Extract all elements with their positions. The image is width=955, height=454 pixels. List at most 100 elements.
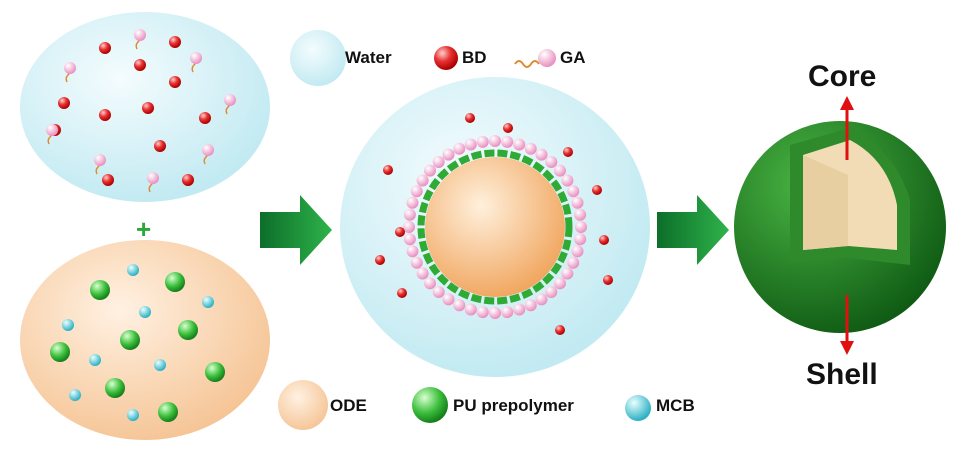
ga-bead: [416, 174, 429, 187]
bd-particle: [169, 76, 181, 88]
ga-molecule: [134, 29, 146, 41]
mcb-particle: [69, 389, 81, 401]
ga-molecule: [147, 172, 159, 184]
pu-prepolymer-particle: [120, 330, 140, 350]
ga-bead: [442, 148, 455, 161]
ga-bead: [416, 267, 429, 280]
bd-particle: [182, 174, 194, 186]
ga-bead: [424, 164, 437, 177]
ga-bead: [476, 135, 489, 148]
microcapsule-cutaway: [734, 121, 946, 333]
pu-shell-ring: [417, 149, 573, 305]
ga-bead: [561, 267, 574, 280]
pu-prepolymer-particle: [90, 280, 110, 300]
mcb-particle: [89, 354, 101, 366]
ga-molecule: [46, 124, 58, 136]
ga-bead: [464, 303, 477, 316]
mcb-particle: [139, 306, 151, 318]
arrow-right-icon: [260, 195, 332, 265]
ga-bead: [442, 293, 455, 306]
bd-particle: [465, 113, 475, 123]
ga-bead: [453, 142, 466, 155]
ga-bead: [567, 256, 580, 269]
ga-bead: [574, 233, 587, 246]
shell-label: Shell: [806, 358, 878, 391]
ga-bead: [545, 156, 558, 169]
ga-bead: [524, 299, 537, 312]
core-pointer-arrow: [840, 96, 854, 160]
mcb-particle: [127, 409, 139, 421]
ga-bead: [424, 277, 437, 290]
bd-particle: [134, 59, 146, 71]
water-legend-label: Water: [345, 48, 392, 67]
ga-molecule: [94, 154, 106, 166]
bd-particle: [99, 42, 111, 54]
pu-prepolymer-particle: [165, 272, 185, 292]
shell-pointer-arrow: [840, 295, 854, 355]
ga-bead: [406, 196, 419, 209]
ga-bead: [571, 245, 584, 258]
ga-bead: [553, 164, 566, 177]
bd-particle: [395, 227, 405, 237]
ga-bead: [571, 196, 584, 209]
ga-bead: [513, 303, 526, 316]
ga-bead: [410, 185, 423, 198]
ga-bead: [513, 138, 526, 151]
mcb-particle: [154, 359, 166, 371]
ga-bead: [403, 221, 415, 233]
pu-prepolymer-particle: [205, 362, 225, 382]
water-legend-icon: [290, 30, 346, 86]
bd-particle: [142, 102, 154, 114]
ga-molecule: [202, 144, 214, 156]
bd-particle: [599, 235, 609, 245]
ga-bead: [476, 306, 489, 319]
plus-sign: +: [136, 214, 152, 244]
pu-prepolymer-particle: [178, 320, 198, 340]
ode-core-droplet: [425, 157, 565, 297]
pu-legend-label: PU prepolymer: [453, 396, 574, 415]
ga-bead: [406, 245, 419, 258]
mcb-particle: [202, 296, 214, 308]
mcb-legend-label: MCB: [656, 396, 695, 415]
ga-bead: [501, 306, 514, 319]
ga-bead: [524, 142, 537, 155]
ga-bead: [553, 277, 566, 290]
arrow-right-icon: [657, 195, 729, 265]
ga-bead: [561, 174, 574, 187]
bd-particle: [375, 255, 385, 265]
pu-legend-icon: [412, 387, 448, 423]
bd-particle: [603, 275, 613, 285]
pu-prepolymer-particle: [50, 342, 70, 362]
ga-bead: [403, 233, 416, 246]
ga-bead: [489, 135, 501, 147]
ga-bead: [535, 293, 548, 306]
bd-legend-icon: [434, 46, 458, 70]
ga-bead: [575, 221, 587, 233]
ga-bead: [567, 185, 580, 198]
pu-prepolymer-particle: [105, 378, 125, 398]
ga-bead: [489, 307, 501, 319]
ga-molecule: [224, 94, 236, 106]
bd-particle: [563, 147, 573, 157]
bd-particle: [503, 123, 513, 133]
mcb-particle: [62, 319, 74, 331]
bd-legend-label: BD: [462, 48, 487, 67]
bd-particle: [154, 140, 166, 152]
ode-legend-icon: [278, 380, 328, 430]
ga-bead: [403, 208, 416, 221]
ga-bead: [453, 299, 466, 312]
bd-particle: [592, 185, 602, 195]
ga-bead: [545, 285, 558, 298]
bd-particle: [102, 174, 114, 186]
ga-molecule: [64, 62, 76, 74]
bd-particle: [555, 325, 565, 335]
bd-particle: [199, 112, 211, 124]
pu-prepolymer-particle: [158, 402, 178, 422]
ga-legend-icon: [514, 49, 556, 68]
ga-bead: [501, 135, 514, 148]
ga-bead: [432, 285, 445, 298]
ga-bead: [432, 156, 445, 169]
bd-particle: [169, 36, 181, 48]
oil-phase-ellipse: [20, 240, 270, 440]
